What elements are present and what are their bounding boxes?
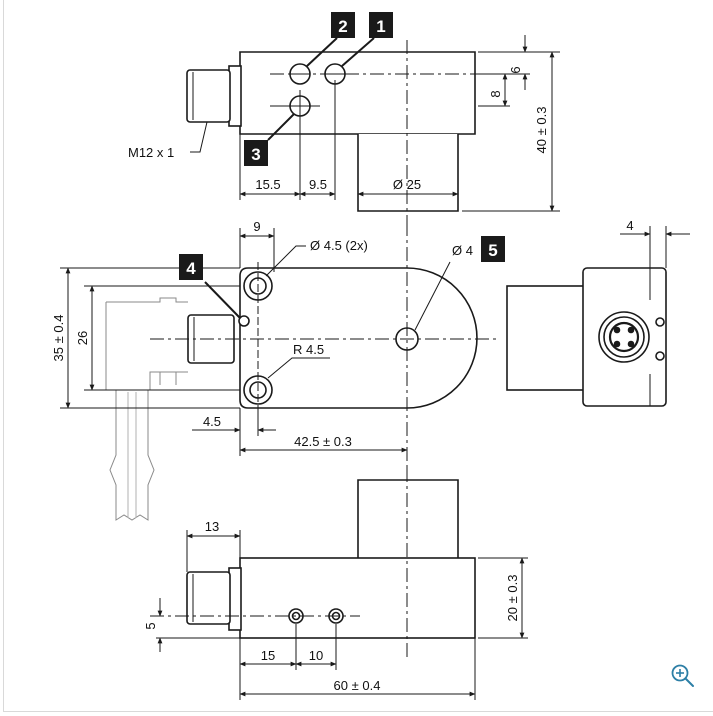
zoom-in-icon: [671, 664, 694, 687]
dim-26: 26: [75, 331, 90, 345]
dim-4: 4: [626, 218, 633, 233]
callout-3: 3: [244, 140, 268, 166]
dim-holes: Ø 4.5 (2x): [310, 238, 368, 253]
top-view: [186, 51, 476, 212]
callout-4: 4: [179, 254, 203, 280]
m12-socket-outer: [598, 311, 650, 363]
bottom-view: [186, 479, 476, 639]
cable-outline: [105, 297, 188, 521]
dim-42-5: 42.5 ± 0.3: [294, 434, 352, 449]
dim-15: 15: [261, 648, 275, 663]
bottom-view-connector-nut: [228, 567, 242, 631]
callout-1: 1: [369, 12, 393, 38]
dim-9: 9: [253, 219, 260, 234]
dim-60: 60 ± 0.4: [334, 678, 381, 693]
callout-2: 2: [331, 12, 355, 38]
frame-bottom-border: [3, 711, 713, 712]
callout-5-label: 5: [488, 241, 497, 260]
top-view-connector-nut: [228, 65, 242, 127]
top-view-connector: [186, 69, 231, 123]
dim-40: 40 ± 0.3: [534, 107, 549, 154]
side-pin-top: [655, 317, 665, 327]
callout-1-label: 1: [376, 17, 385, 36]
dim-10: 10: [309, 648, 323, 663]
side-pin-bottom: [655, 351, 665, 361]
side-view: [506, 267, 667, 407]
bottom-view-connector: [186, 571, 231, 625]
dim-8: 8: [488, 90, 503, 97]
front-view-body: [239, 267, 478, 409]
callout-4-label: 4: [186, 259, 196, 278]
zoom-in-button[interactable]: [670, 663, 696, 689]
dim-9-5: 9.5: [309, 177, 327, 192]
top-view-cylinder: [357, 134, 459, 212]
pin-hole: [238, 315, 250, 327]
dim-connector-thread: M12 x 1: [128, 145, 174, 160]
bottom-view-cylinder: [357, 479, 459, 558]
callout-3-label: 3: [251, 145, 260, 164]
dim-13: 13: [205, 519, 219, 534]
dim-6: 6: [508, 66, 523, 73]
dim-35: 35 ± 0.4: [51, 315, 66, 362]
frame-left-border: [3, 0, 4, 712]
dim-20: 20 ± 0.3: [505, 575, 520, 622]
dim-5: 5: [143, 622, 158, 629]
callout-2-label: 2: [338, 17, 347, 36]
front-view: [187, 267, 478, 409]
callout-5: 5: [481, 236, 505, 262]
dim-4-5: 4.5: [203, 414, 221, 429]
side-view-cylinder: [506, 285, 588, 391]
dim-dia-4: Ø 4: [452, 243, 473, 258]
dim-15-5: 15.5: [255, 177, 280, 192]
top-view-body: [239, 51, 476, 135]
bottom-view-body: [239, 557, 476, 639]
dim-r-4-5: R 4.5: [293, 342, 324, 357]
dim-dia-25: Ø 25: [393, 177, 421, 192]
